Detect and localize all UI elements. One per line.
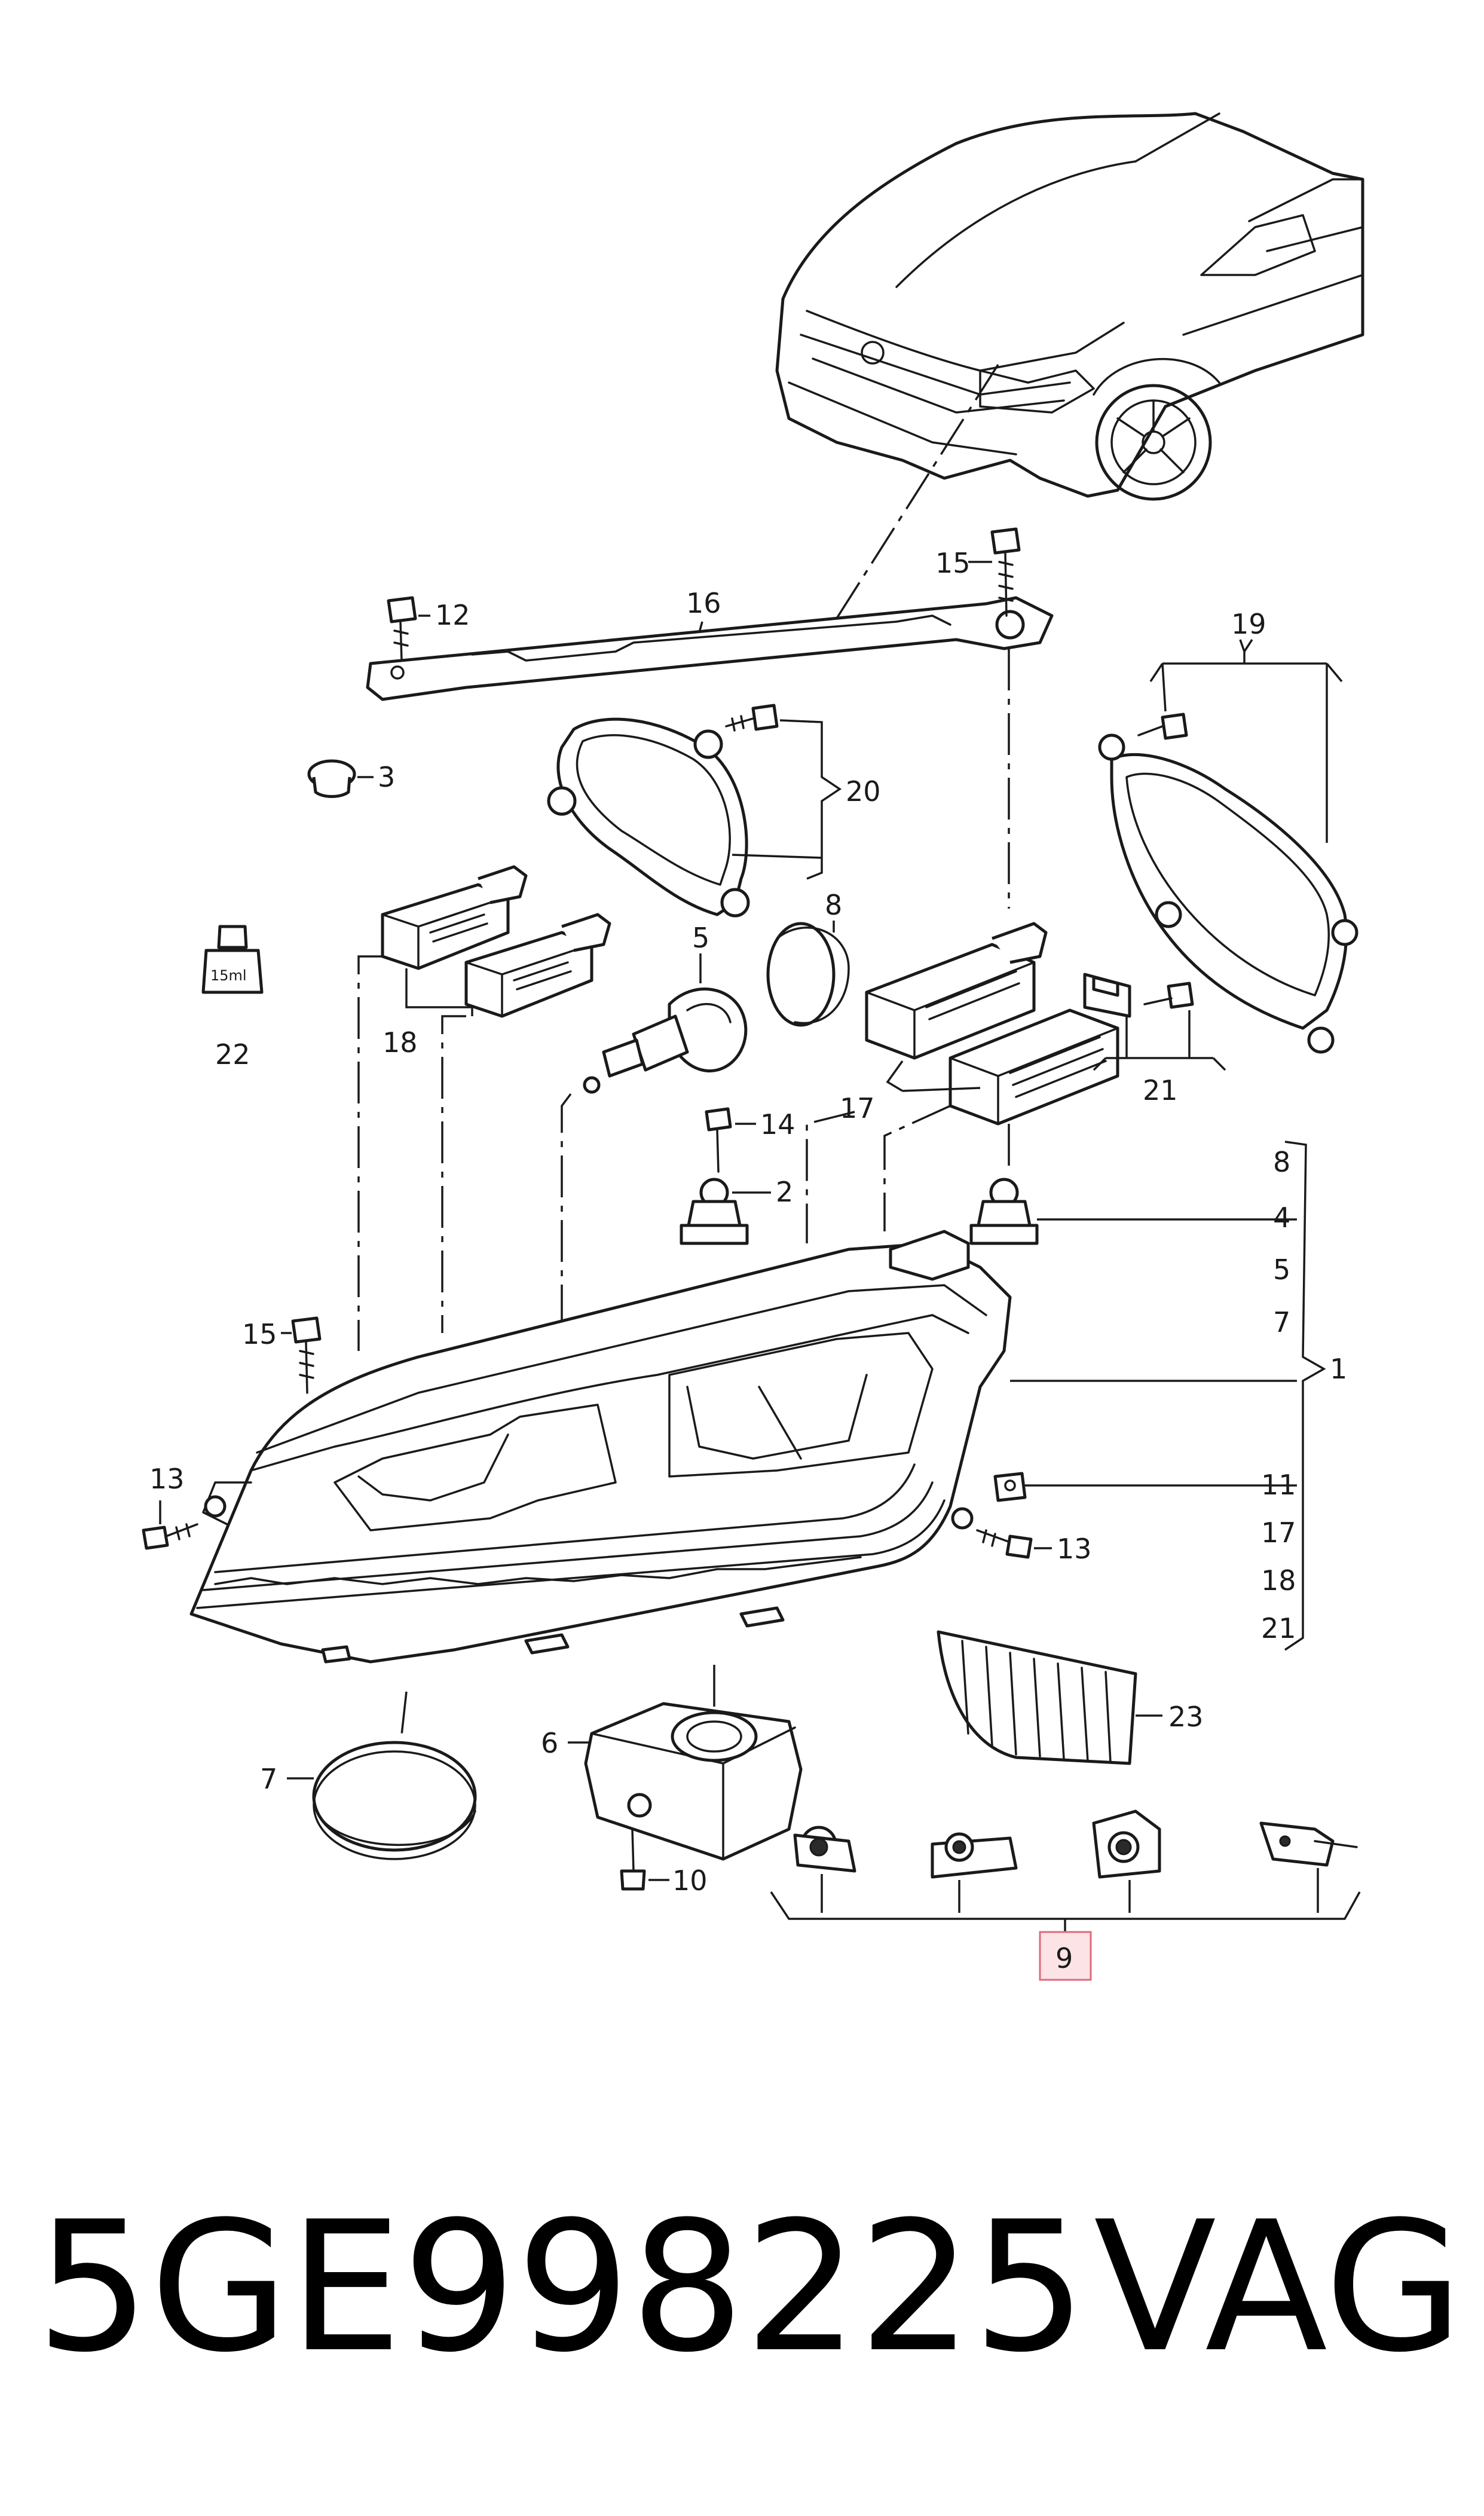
bracket-item-21: 21	[1261, 1612, 1296, 1644]
part-12-screw	[387, 596, 417, 662]
part-5-bulb	[583, 988, 748, 1094]
part-20-gasket	[547, 717, 750, 918]
vial-label: 15ml	[210, 967, 247, 984]
part-1-headlight	[189, 1230, 1012, 1664]
part-14-screw	[705, 1107, 732, 1173]
part-18-module-b	[464, 913, 611, 1018]
part-23-cover	[937, 1630, 1137, 1765]
label-15-left: 15	[242, 1318, 277, 1350]
label-18-left: 18	[383, 1026, 418, 1059]
bracket-item-4: 4	[1273, 1202, 1290, 1234]
part-15-screw-top	[990, 527, 1021, 617]
part-21-clip-right	[1083, 973, 1194, 1018]
part-4-holder	[969, 1178, 1039, 1245]
part-19-screw	[1137, 713, 1188, 740]
label-9: 9	[1055, 1942, 1073, 1974]
label-6: 6	[541, 1727, 558, 1759]
label-16: 16	[686, 587, 721, 619]
label-2: 2	[776, 1176, 793, 1208]
part-17-module-b	[948, 1008, 1119, 1126]
bracket-item-17: 17	[1261, 1517, 1296, 1549]
label-9-highlight	[1039, 1931, 1092, 1981]
included-parts-bracket: 8 4 5 7 11 17 18 21 1	[1261, 1141, 1347, 1651]
bracket-item-5: 5	[1273, 1254, 1290, 1286]
part-13-screw-left	[142, 1523, 198, 1550]
label-7: 7	[260, 1763, 277, 1795]
part-2-holder	[680, 1178, 749, 1245]
part-8-ring	[766, 922, 850, 1027]
part-number: 5GE998225	[36, 2183, 1087, 2392]
label-8: 8	[825, 889, 842, 921]
label-3: 3	[378, 761, 395, 793]
part-19-gasket	[1098, 733, 1358, 1054]
label-21-right: 21	[1143, 1074, 1178, 1106]
label-17-mid: 17	[840, 1092, 875, 1124]
leader-car-to-bracket	[830, 364, 999, 628]
label-5: 5	[692, 922, 709, 954]
label-19: 19	[1231, 608, 1266, 640]
part-3-cap	[307, 759, 356, 798]
part-15-screw-left	[291, 1316, 322, 1394]
part-22-vial: 15ml	[201, 925, 264, 994]
bracket-item-8: 8	[1273, 1146, 1290, 1178]
part-11-clip	[993, 1472, 1027, 1502]
part-9-connector-c	[1092, 1809, 1161, 1879]
part-6-ballast	[584, 1702, 803, 1861]
part-9-connector-d	[1259, 1821, 1358, 1867]
part-9-connector-b	[931, 1832, 1018, 1879]
part-20-screw	[725, 704, 779, 732]
label-13-right: 13	[1057, 1533, 1092, 1565]
part-9-connector-a	[793, 1826, 856, 1873]
part-13-screw-right	[976, 1529, 1033, 1559]
label-23: 23	[1168, 1701, 1204, 1733]
part-17-module-a	[865, 922, 1048, 1060]
label-22: 22	[215, 1038, 250, 1071]
brand-name: VAG	[1094, 2183, 1463, 2392]
label-15-top: 15	[935, 547, 971, 579]
part-7-ring	[312, 1741, 477, 1860]
part-10-screw	[620, 1828, 646, 1891]
part-18-module-a	[381, 865, 528, 970]
bracket-item-7: 7	[1273, 1306, 1290, 1338]
label-20: 20	[846, 775, 881, 808]
label-10: 10	[672, 1864, 708, 1897]
label-14: 14	[760, 1108, 795, 1141]
label-12: 12	[435, 599, 470, 631]
label-1: 1	[1330, 1353, 1347, 1385]
label-13-left: 13	[149, 1463, 185, 1495]
bracket-item-11: 11	[1261, 1469, 1296, 1501]
bracket-item-18: 18	[1261, 1564, 1296, 1597]
car-silhouette	[775, 112, 1364, 501]
